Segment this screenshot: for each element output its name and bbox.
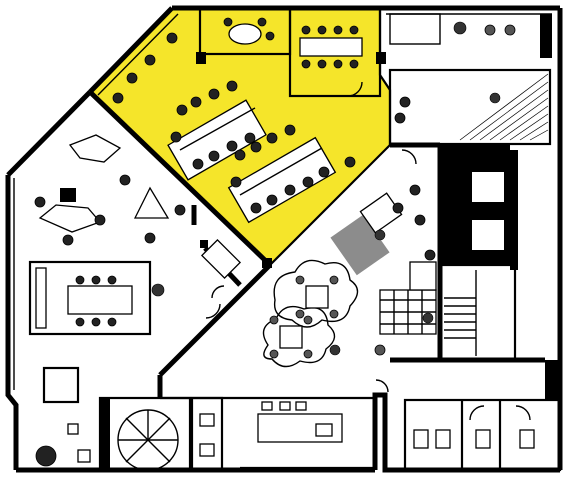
- gray-rug-area: [330, 184, 436, 276]
- meeting-table-left: [28, 260, 165, 336]
- lobby-partition: [200, 238, 242, 287]
- bottom-left-rooms: [35, 366, 110, 470]
- building-core: [438, 145, 560, 400]
- restroom-stalls: [403, 398, 562, 472]
- door-swing-icon: [205, 149, 417, 393]
- bleacher-seating: [374, 261, 437, 356]
- bench-desk-cluster-2: [227, 124, 356, 224]
- plant-icon: [453, 21, 467, 35]
- small-service-rooms: [190, 396, 224, 472]
- plant-icon: [374, 229, 386, 241]
- lounge-seating-left: [7, 91, 197, 246]
- meeting-table-top: [299, 37, 363, 57]
- plant-icon: [329, 344, 341, 356]
- plant-icon: [151, 283, 165, 297]
- round-table-cloud-area: [262, 259, 359, 368]
- top-right-lounge: [388, 13, 552, 146]
- exterior-walls: [5, 5, 563, 473]
- kitchen-island: [240, 401, 375, 470]
- top-meeting-rooms: [198, 6, 382, 98]
- window-chairs: [112, 32, 178, 104]
- bench-desk-cluster-1: [167, 80, 267, 181]
- spiral-stair: [98, 396, 192, 472]
- stair-icon: [444, 270, 477, 356]
